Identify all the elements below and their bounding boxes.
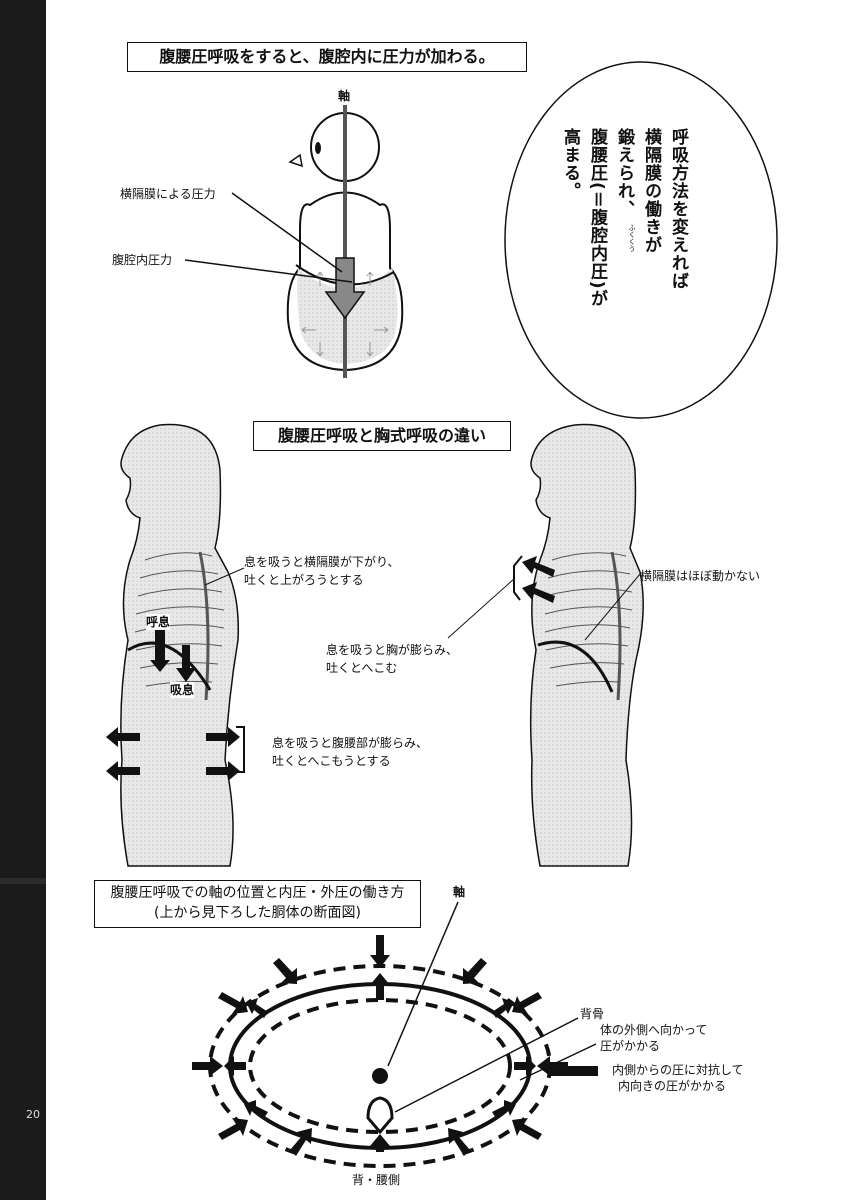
chest-note-1: 息を吸うと胸が膨らみ、 — [326, 643, 459, 657]
spine-leader — [394, 1017, 579, 1113]
abdomen-leader — [184, 259, 353, 283]
speech-bubble — [504, 61, 778, 419]
inward-note-2: 内向きの圧がかかる — [618, 1079, 727, 1093]
left-diaphragm-note-2: 吐くと上がろうとする — [244, 573, 364, 587]
left-human-figure — [106, 423, 245, 867]
page-number: 20 — [26, 1108, 40, 1121]
outward-note-2: 圧がかかる — [600, 1039, 661, 1053]
inward-note-1: 内側からの圧に対抗して — [612, 1063, 744, 1077]
outward-note-1: 体の外側へ向かって — [600, 1023, 708, 1037]
diaphragm-leader — [231, 192, 343, 273]
axis-point — [372, 1068, 388, 1084]
spine-shape — [366, 1096, 394, 1135]
abdominal-pressure-label: 腹腔内圧力 — [112, 253, 173, 267]
cartoon-figure — [184, 105, 404, 378]
bubble-line-4: 腹腰圧(＝腹腔内圧)が — [587, 128, 607, 308]
axis-leader — [387, 901, 459, 1067]
page-sidebar — [0, 0, 46, 1200]
outward-arrows — [224, 973, 536, 1118]
section2-title: 腹腰圧呼吸と胸式呼吸の違い — [253, 421, 511, 451]
inward-pointer — [548, 1066, 598, 1076]
figure-eye — [315, 142, 321, 154]
bubble-line-5: 高まる。 — [560, 128, 580, 200]
left-diaphragm-note-1: 息を吸うと横隔膜が下がり、 — [244, 555, 400, 569]
abdomen-note-2: 吐くとへこもうとする — [272, 754, 391, 768]
section1-title: 腹腰圧呼吸をすると、腹腔内に圧力が加わる。 — [127, 42, 527, 72]
bubble-line-2: 横隔膜の働きが — [641, 128, 661, 254]
section3-title-line-2: (上から見下ろした胴体の断面図) — [154, 905, 361, 921]
back-side-label: 背・腰側 — [352, 1173, 401, 1187]
abdomen-note-1: 息を吸うと腹腰部が膨らみ、 — [272, 736, 429, 750]
bubble-line-3: 鍛えられ、 — [614, 128, 634, 218]
inner-dashed-ring — [248, 998, 512, 1134]
right-human-figure — [447, 423, 644, 867]
bubble-line-1: 呼吸方法を変えれば — [668, 128, 688, 290]
furigana: ふくくう — [628, 224, 636, 252]
exhale-label: 呼息 — [146, 614, 171, 630]
outward-leader — [519, 1043, 597, 1081]
spine-label: 背骨 — [580, 1007, 605, 1021]
inhale-label: 吸息 — [170, 682, 195, 698]
pressure-down-arrow — [324, 257, 366, 320]
axis-label-bottom: 軸 — [453, 885, 466, 899]
cross-section-diagram — [192, 901, 598, 1168]
section3-title: 腹腰圧呼吸での軸の位置と内圧・外圧の働き方 (上から見下ろした胴体の断面図) — [94, 880, 421, 928]
sidebar-notch — [0, 878, 46, 884]
section3-title-line-1: 腹腰圧呼吸での軸の位置と内圧・外圧の働き方 — [110, 885, 405, 901]
diaphragm-pressure-label: 横隔膜による圧力 — [120, 187, 216, 201]
pressure-small-arrows — [301, 271, 389, 357]
figure-beak — [288, 153, 303, 168]
chest-note-2: 吐くとへこむ — [326, 661, 398, 675]
axis-label-top: 軸 — [338, 89, 351, 103]
right-diaphragm-note: 横隔膜はほぼ動かない — [640, 569, 761, 583]
